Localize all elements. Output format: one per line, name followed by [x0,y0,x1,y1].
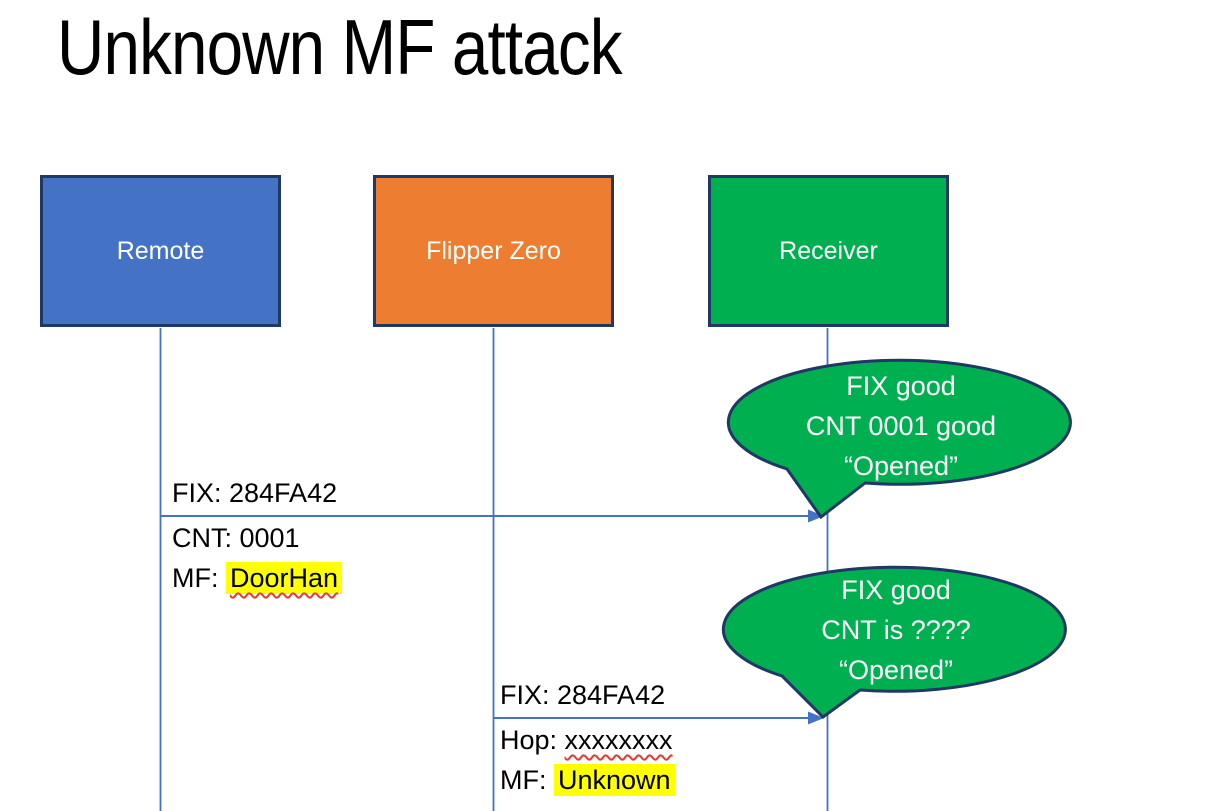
arrowhead-remote-to-receiver [808,509,824,523]
message1-line-cnt: CNT: 0001 [172,523,300,553]
actor-box-remote: Remote [40,175,281,327]
message2-labels-below: Hop: xxxxxxxx MF: Unknown [500,720,675,800]
bubble2-line2: CNT is ???? [821,615,971,645]
message2-hop-value: xxxxxxxx [564,725,673,755]
message2-label-above: FIX: 284FA42 [500,680,666,710]
actor-box-flipper-zero: Flipper Zero [373,175,614,327]
bubble1-line3: “Opened” [843,451,959,481]
message1-labels-below: CNT: 0001 MF: DoorHan [172,518,343,598]
bubble2-line3: “Opened” [838,655,954,685]
actor-box-receiver: Receiver [708,175,949,327]
bubble1-line2: CNT 0001 good [805,411,997,441]
speech-bubble-2-text: FIX good CNT is ???? “Opened” [736,570,1056,690]
message1-label-above: FIX: 284FA42 [172,478,338,508]
message2-mf-prefix: MF: [500,765,554,795]
actor-label-remote: Remote [116,236,205,265]
speech-bubble-1-text: FIX good CNT 0001 good “Opened” [741,366,1061,486]
actor-label-flipper-zero: Flipper Zero [426,236,561,265]
message1-mf-value-highlighted: DoorHan [226,562,343,594]
bubble1-line1: FIX good [846,371,956,401]
bubble2-line1: FIX good [841,575,951,605]
speech-bubble-1 [726,358,1072,520]
message1-mf-prefix: MF: [172,563,226,593]
message2-line-hop: Hop: xxxxxxxx [500,720,675,760]
message2-line-mf: MF: Unknown [500,760,675,800]
speech-bubble-2 [721,565,1067,719]
arrowhead-flipper-to-receiver [808,711,824,725]
actor-label-receiver: Receiver [779,236,878,265]
message2-hop-prefix: Hop: [500,725,565,755]
message1-line-mf: MF: DoorHan [172,558,343,598]
slide-title: Unknown MF attack [57,3,623,91]
message2-mf-value-highlighted: Unknown [554,764,675,796]
